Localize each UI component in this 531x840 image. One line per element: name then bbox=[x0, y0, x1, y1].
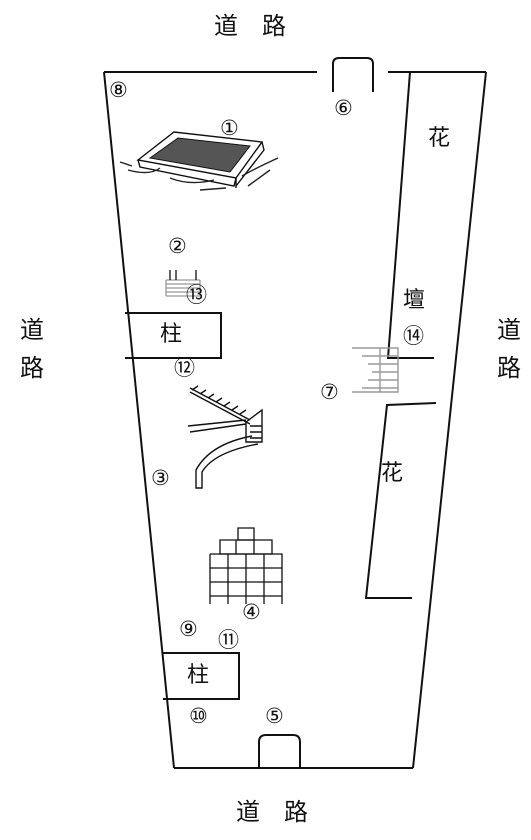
pillar-lower-box bbox=[163, 652, 240, 700]
road-label-right-top: 道 bbox=[497, 316, 521, 344]
marker-9: ⑨ bbox=[179, 617, 198, 641]
bench bbox=[165, 270, 201, 297]
marker-7: ⑦ bbox=[320, 380, 339, 404]
marker-3: ③ bbox=[151, 466, 170, 490]
pillar-upper-label: 柱 bbox=[160, 322, 183, 347]
sandbox bbox=[119, 131, 279, 191]
pillar-upper-box bbox=[125, 312, 222, 359]
jungle-gym bbox=[209, 527, 283, 604]
flower-bed-top bbox=[386, 71, 434, 359]
marker-2: ② bbox=[168, 234, 187, 258]
road-label-left-bottom: 路 bbox=[20, 354, 44, 382]
gate-5 bbox=[258, 734, 301, 768]
flower-bed-top-label: 花 bbox=[428, 126, 451, 151]
gate-6 bbox=[332, 57, 374, 92]
road-label-right-bottom: 路 bbox=[497, 354, 521, 382]
platform-label: 壇 bbox=[403, 288, 426, 313]
marker-12: ⑫ bbox=[174, 356, 195, 380]
marker-11: ⑪ bbox=[218, 628, 239, 652]
flower-bed-mid bbox=[364, 402, 437, 599]
marker-14: ⑭ bbox=[403, 324, 424, 348]
marker-1: ① bbox=[220, 116, 239, 140]
climbing-ladder bbox=[352, 347, 399, 393]
road-label-bottom: 道 路 bbox=[236, 798, 308, 826]
marker-13: ⑬ bbox=[186, 283, 207, 307]
marker-5: ⑤ bbox=[265, 704, 284, 728]
marker-10: ⑩ bbox=[189, 704, 208, 728]
road-label-left-top: 道 bbox=[20, 316, 44, 344]
road-label-top: 道 路 bbox=[214, 12, 286, 40]
marker-4: ④ bbox=[242, 600, 261, 624]
pillar-lower-label: 柱 bbox=[187, 663, 210, 688]
flower-bed-mid-label: 花 bbox=[381, 461, 404, 486]
slide bbox=[187, 385, 263, 489]
boundary-right bbox=[412, 71, 487, 769]
marker-6: ⑥ bbox=[334, 96, 353, 120]
marker-8: ⑧ bbox=[109, 78, 128, 102]
boundary-left bbox=[103, 71, 175, 769]
